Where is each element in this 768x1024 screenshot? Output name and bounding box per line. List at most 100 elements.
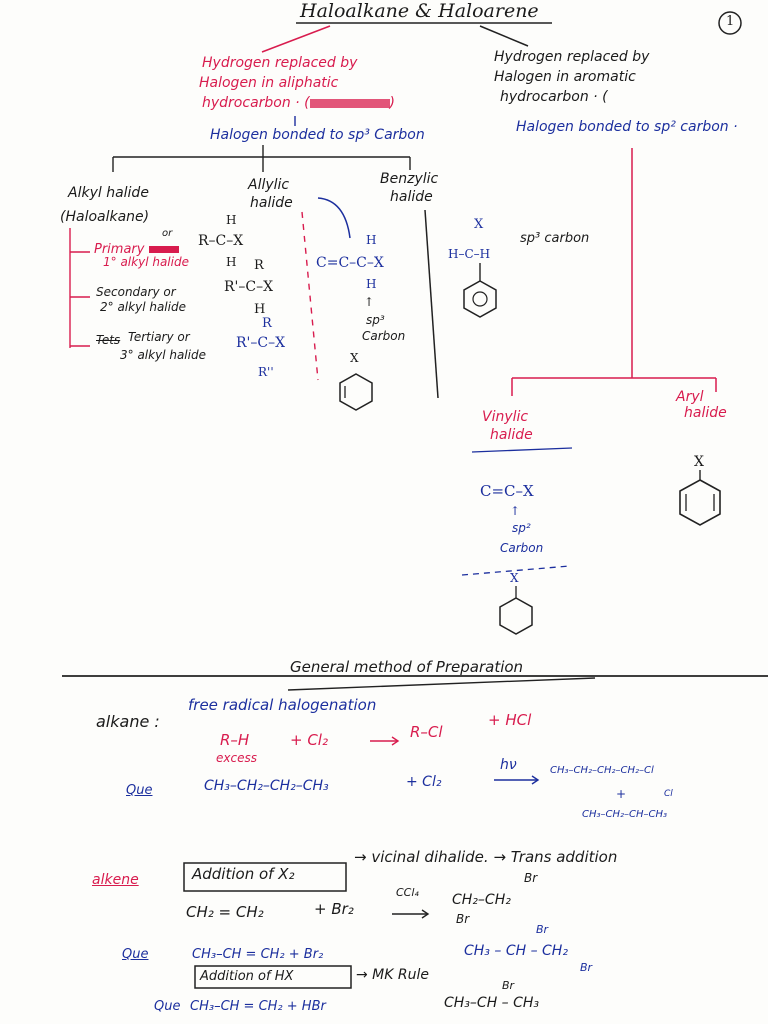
eq1-side: + HCl	[488, 711, 532, 729]
que3-label: Que	[154, 999, 181, 1014]
addition-x2-box: Addition of X₂	[192, 865, 295, 883]
allylic-h-top: H	[366, 233, 377, 247]
que1-condition: hν	[500, 757, 517, 773]
page-number: 1	[726, 14, 735, 29]
benzylic-sp3-label: sp³ carbon	[520, 231, 590, 246]
tertiary-r: R	[262, 316, 272, 331]
left-branch-line3: hydrocarbon · ()	[202, 95, 396, 111]
primary-h-bot: H	[226, 255, 237, 269]
eq1-product: R–Cl	[410, 723, 443, 741]
que3-br: Br	[502, 979, 515, 992]
allylic-carbon-label: Carbon	[362, 329, 406, 343]
vicinal-note: → vicinal dihalide. → Trans addition	[354, 848, 618, 866]
eq1-reactant: R–H	[220, 731, 250, 749]
que2-br-top: Br	[536, 923, 549, 936]
que3-reactant: CH₃–CH = CH₂ + HBr	[190, 999, 326, 1014]
que1-product-1: CH₃–CH₂–CH₂–CH₂–Cl	[550, 765, 654, 776]
benzylic-divider	[424, 209, 439, 399]
eq1-plus: + Cl₂	[290, 731, 328, 749]
tertiary-r2: R''	[258, 365, 274, 379]
allylic-h-bot: H	[366, 277, 377, 291]
primary-formula: R–C–X	[198, 233, 244, 249]
vinylic-carbon-label: Carbon	[500, 541, 544, 555]
vinylic-heading: Vinylic	[482, 409, 529, 425]
cyclohexene-ring-vinylic	[499, 597, 533, 635]
alkyl-halide-sub: (Haloalkane)	[60, 209, 150, 225]
addition-box-outline	[183, 862, 347, 892]
allylic-heading: Allylic	[248, 177, 290, 193]
aryl-heading-2: halide	[684, 405, 727, 421]
benzylic-formula: H–C–H	[448, 247, 491, 261]
eq2-br-top: Br	[524, 871, 538, 885]
aryl-x: X	[694, 454, 704, 470]
que1-reactant: CH₃–CH₂–CH₂–CH₃	[204, 778, 329, 794]
que1-label: Que	[126, 783, 153, 798]
tertiary-formula: R'–C–X	[236, 335, 286, 351]
arrow-right-branch	[479, 25, 529, 47]
eq2-product: CH₂–CH₂	[452, 892, 511, 908]
secondary-r: R	[254, 258, 264, 273]
cyclohexene-ring	[339, 373, 373, 411]
scribble	[148, 246, 179, 253]
eq1-excess: excess	[216, 751, 257, 765]
benzene-ring-aryl	[679, 479, 721, 526]
allylic-formula: C=C–C–X	[316, 255, 384, 271]
vinylic-heading-2: halide	[490, 427, 533, 443]
primary-or: or	[162, 228, 173, 239]
allylic-heading-2: halide	[250, 195, 293, 211]
allylic-x: X	[350, 351, 359, 365]
page-number-circle	[718, 11, 742, 35]
que3-product: CH₃–CH – CH₃	[444, 995, 540, 1011]
right-branch-result: Halogen bonded to sp² carbon ·	[516, 119, 738, 135]
que1-plus: + Cl₂	[406, 774, 442, 790]
vinylic-x: X	[510, 571, 519, 585]
secondary-label: Secondary or	[96, 285, 176, 299]
addition-hx-box: Addition of HX	[200, 969, 294, 984]
hx-box-outline	[194, 965, 352, 989]
alkane-label: alkane :	[96, 712, 160, 731]
tertiary-strike: Tets	[96, 333, 121, 347]
left-branch-line1: Hydrogen replaced by	[202, 55, 358, 71]
alkane-method: free radical halogenation	[188, 696, 377, 714]
vinylic-formula: C=C–X	[480, 482, 534, 500]
que1-product-2: CH₃–CH₂–CH–CH₃	[582, 809, 668, 820]
tertiary-alt: 3° alkyl halide	[120, 348, 206, 362]
left-branch-result: Halogen bonded to sp³ Carbon	[210, 127, 425, 143]
right-branch-line3: hydrocarbon · (	[500, 89, 608, 105]
alkene-label: alkene	[92, 872, 139, 888]
allylic-sp3-label: sp³	[366, 313, 385, 327]
que2-label: Que	[122, 947, 149, 962]
allylic-arrow-up: ↑	[364, 295, 375, 309]
primary-h-top: H	[226, 213, 237, 227]
eq2-reactant: CH₂ = CH₂	[186, 903, 264, 921]
secondary-h: H	[254, 302, 266, 317]
que1-plus-2: +	[616, 787, 627, 801]
arrow-left-branch	[261, 25, 331, 53]
alkyl-halide-heading: Alkyl halide	[68, 185, 149, 201]
scribbled-out-word	[309, 98, 390, 108]
eq2-condition: CCl₄	[396, 886, 419, 899]
que2-product: CH₃ – CH – CH₂	[464, 943, 568, 959]
primary-label: Primary	[94, 243, 179, 256]
aryl-heading: Aryl	[676, 389, 704, 405]
right-branch-line2: Halogen in aromatic	[494, 69, 636, 85]
que1-cl: Cl	[664, 789, 673, 799]
eq2-plus: + Br₂	[314, 900, 354, 918]
benzene-ring-benzylic	[463, 280, 497, 318]
eq2-br-bot: Br	[456, 912, 470, 926]
vinylic-underline	[471, 447, 573, 453]
red-dashed-divider	[301, 211, 319, 381]
page-title: Haloalkane & Haloarene	[300, 0, 539, 22]
allylic-curved-arrow	[317, 197, 351, 239]
secondary-formula: R'–C–X	[224, 279, 274, 295]
que2-reactant: CH₃–CH = CH₂ + Br₂	[192, 947, 324, 962]
mk-rule: → MK Rule	[356, 967, 429, 983]
right-branch-line1: Hydrogen replaced by	[494, 49, 650, 65]
benzylic-heading-2: halide	[390, 189, 433, 205]
secondary-alt: 2° alkyl halide	[100, 300, 186, 314]
tertiary-label: Tertiary or	[128, 330, 190, 344]
que2-br-bot: Br	[580, 961, 593, 974]
vinylic-arrow-up: ↑	[510, 504, 521, 518]
